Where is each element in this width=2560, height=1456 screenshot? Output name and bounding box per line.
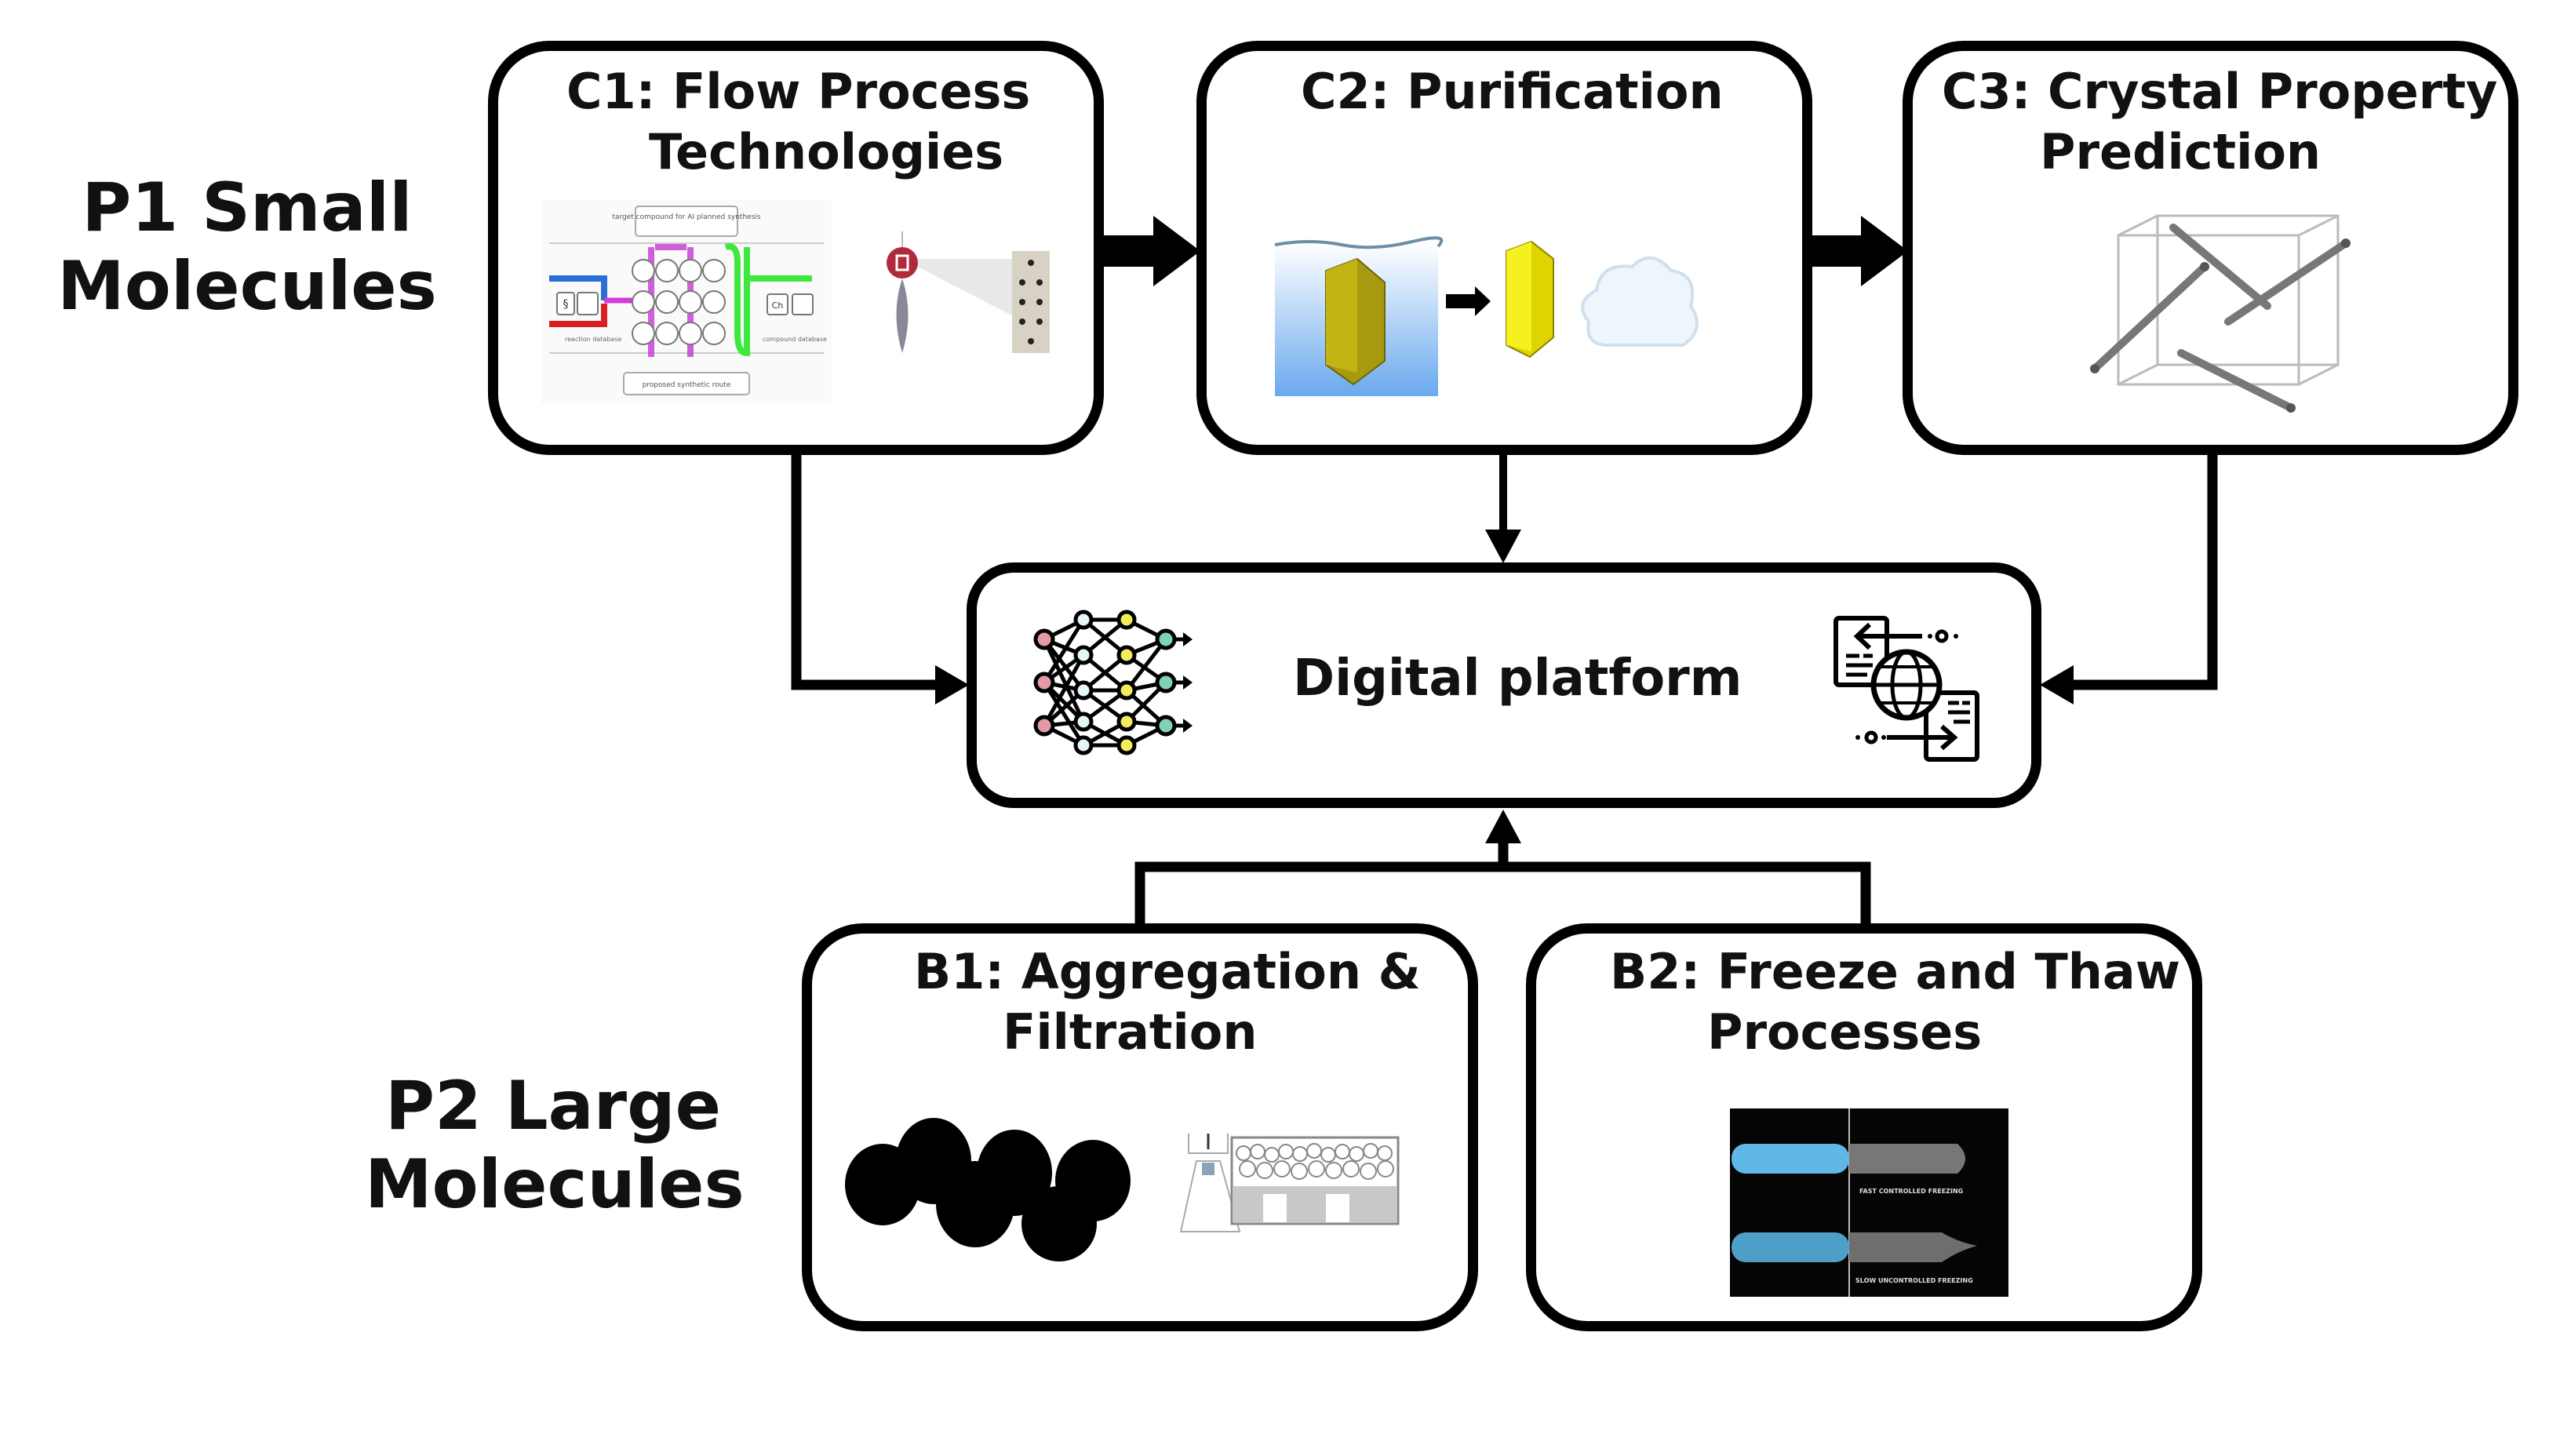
flow-synthesis-figure: target compound for AI planned synthesis… — [541, 200, 832, 404]
arrow-c1-to-platform — [791, 453, 969, 704]
arrow-c3-to-platform — [2040, 453, 2218, 704]
group-label-p2: P2 Large Molecules — [365, 1067, 745, 1224]
figure-label-reaction-db: reaction database — [565, 336, 621, 343]
group-label-p2-line2: Molecules — [365, 1145, 745, 1224]
group-label-p2-line1: P2 Large — [385, 1067, 721, 1145]
crystal-structure-figure — [2090, 214, 2351, 413]
box-c1-title-line1: C1: Flow Process — [566, 63, 1031, 120]
group-label-p1-line1: P1 Small — [82, 169, 413, 247]
figure-label-route: proposed synthetic route — [643, 381, 731, 389]
data-exchange-globe-icon — [1834, 616, 1979, 762]
box-c2-title: C2: Purification — [1301, 63, 1724, 120]
group-label-p1-line2: Molecules — [57, 247, 437, 326]
box-c1-title-line2: Technologies — [649, 123, 1004, 180]
box-c3-title-line1: C3: Crystal Property — [1942, 63, 2498, 120]
arrow-c2-to-platform — [1485, 453, 1521, 563]
box-b1-title-line2: Filtration — [1003, 1003, 1258, 1061]
figure-label-chem: Ch — [772, 300, 784, 311]
figure-label-slow-freezing: SLOW UNCONTROLLED FREEZING — [1855, 1277, 1973, 1284]
figure-label-compound-db: compound database — [763, 336, 827, 343]
freezing-vials-figure: FAST CONTROLLED FREEZING SLOW UNCONTROLL… — [1730, 1108, 2008, 1297]
box-b1-title-line1: B1: Aggregation & — [914, 943, 1421, 1000]
box-c3-crystal-prediction[interactable] — [1903, 41, 2518, 455]
digital-platform-label: Digital platform — [1293, 650, 1742, 708]
arrow-c1-to-c2 — [1102, 216, 1200, 286]
protein-aggregate-figure — [845, 1118, 1131, 1261]
filtration-setup-figure — [1179, 1134, 1400, 1232]
svg-text:§: § — [563, 298, 569, 311]
microfluidic-device-figure — [887, 231, 1050, 353]
box-c3-title-line2: Prediction — [2040, 123, 2321, 180]
group-label-p1: P1 Small Molecules — [55, 169, 439, 326]
figure-label-target: target compound for AI planned synthesis — [612, 213, 760, 221]
arrow-b1-b2-to-platform — [1134, 810, 1871, 930]
figure-label-fast-freezing: FAST CONTROLLED FREEZING — [1859, 1188, 1963, 1195]
box-b2-title-line1: B2: Freeze and Thaw — [1610, 943, 2181, 1000]
box-b2-title-line2: Processes — [1707, 1003, 1983, 1061]
arrow-c2-to-c3 — [1811, 216, 1908, 286]
crystal-purification-figure — [1274, 236, 1699, 396]
neural-network-icon — [1033, 610, 1193, 755]
